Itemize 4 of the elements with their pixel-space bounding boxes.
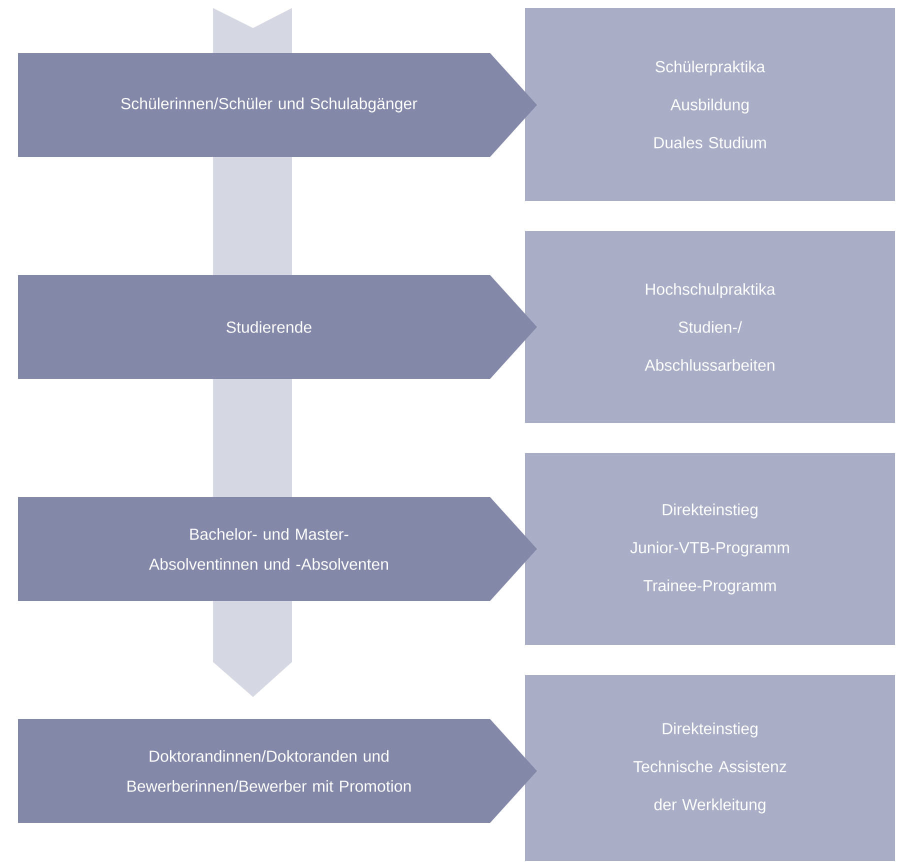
- offer-box: Schülerpraktika Ausbildung Duales Studium: [525, 8, 895, 201]
- offer-box: Direkteinstieg Technische Assistenz der Werkleitung: [525, 675, 895, 861]
- offer-box: Hochschulpraktika Studien-/ Abschlussarbeiten: [525, 231, 895, 423]
- offer-box: Direkteinstieg Junior-VTB-Programm Trainee-Programm: [525, 453, 895, 645]
